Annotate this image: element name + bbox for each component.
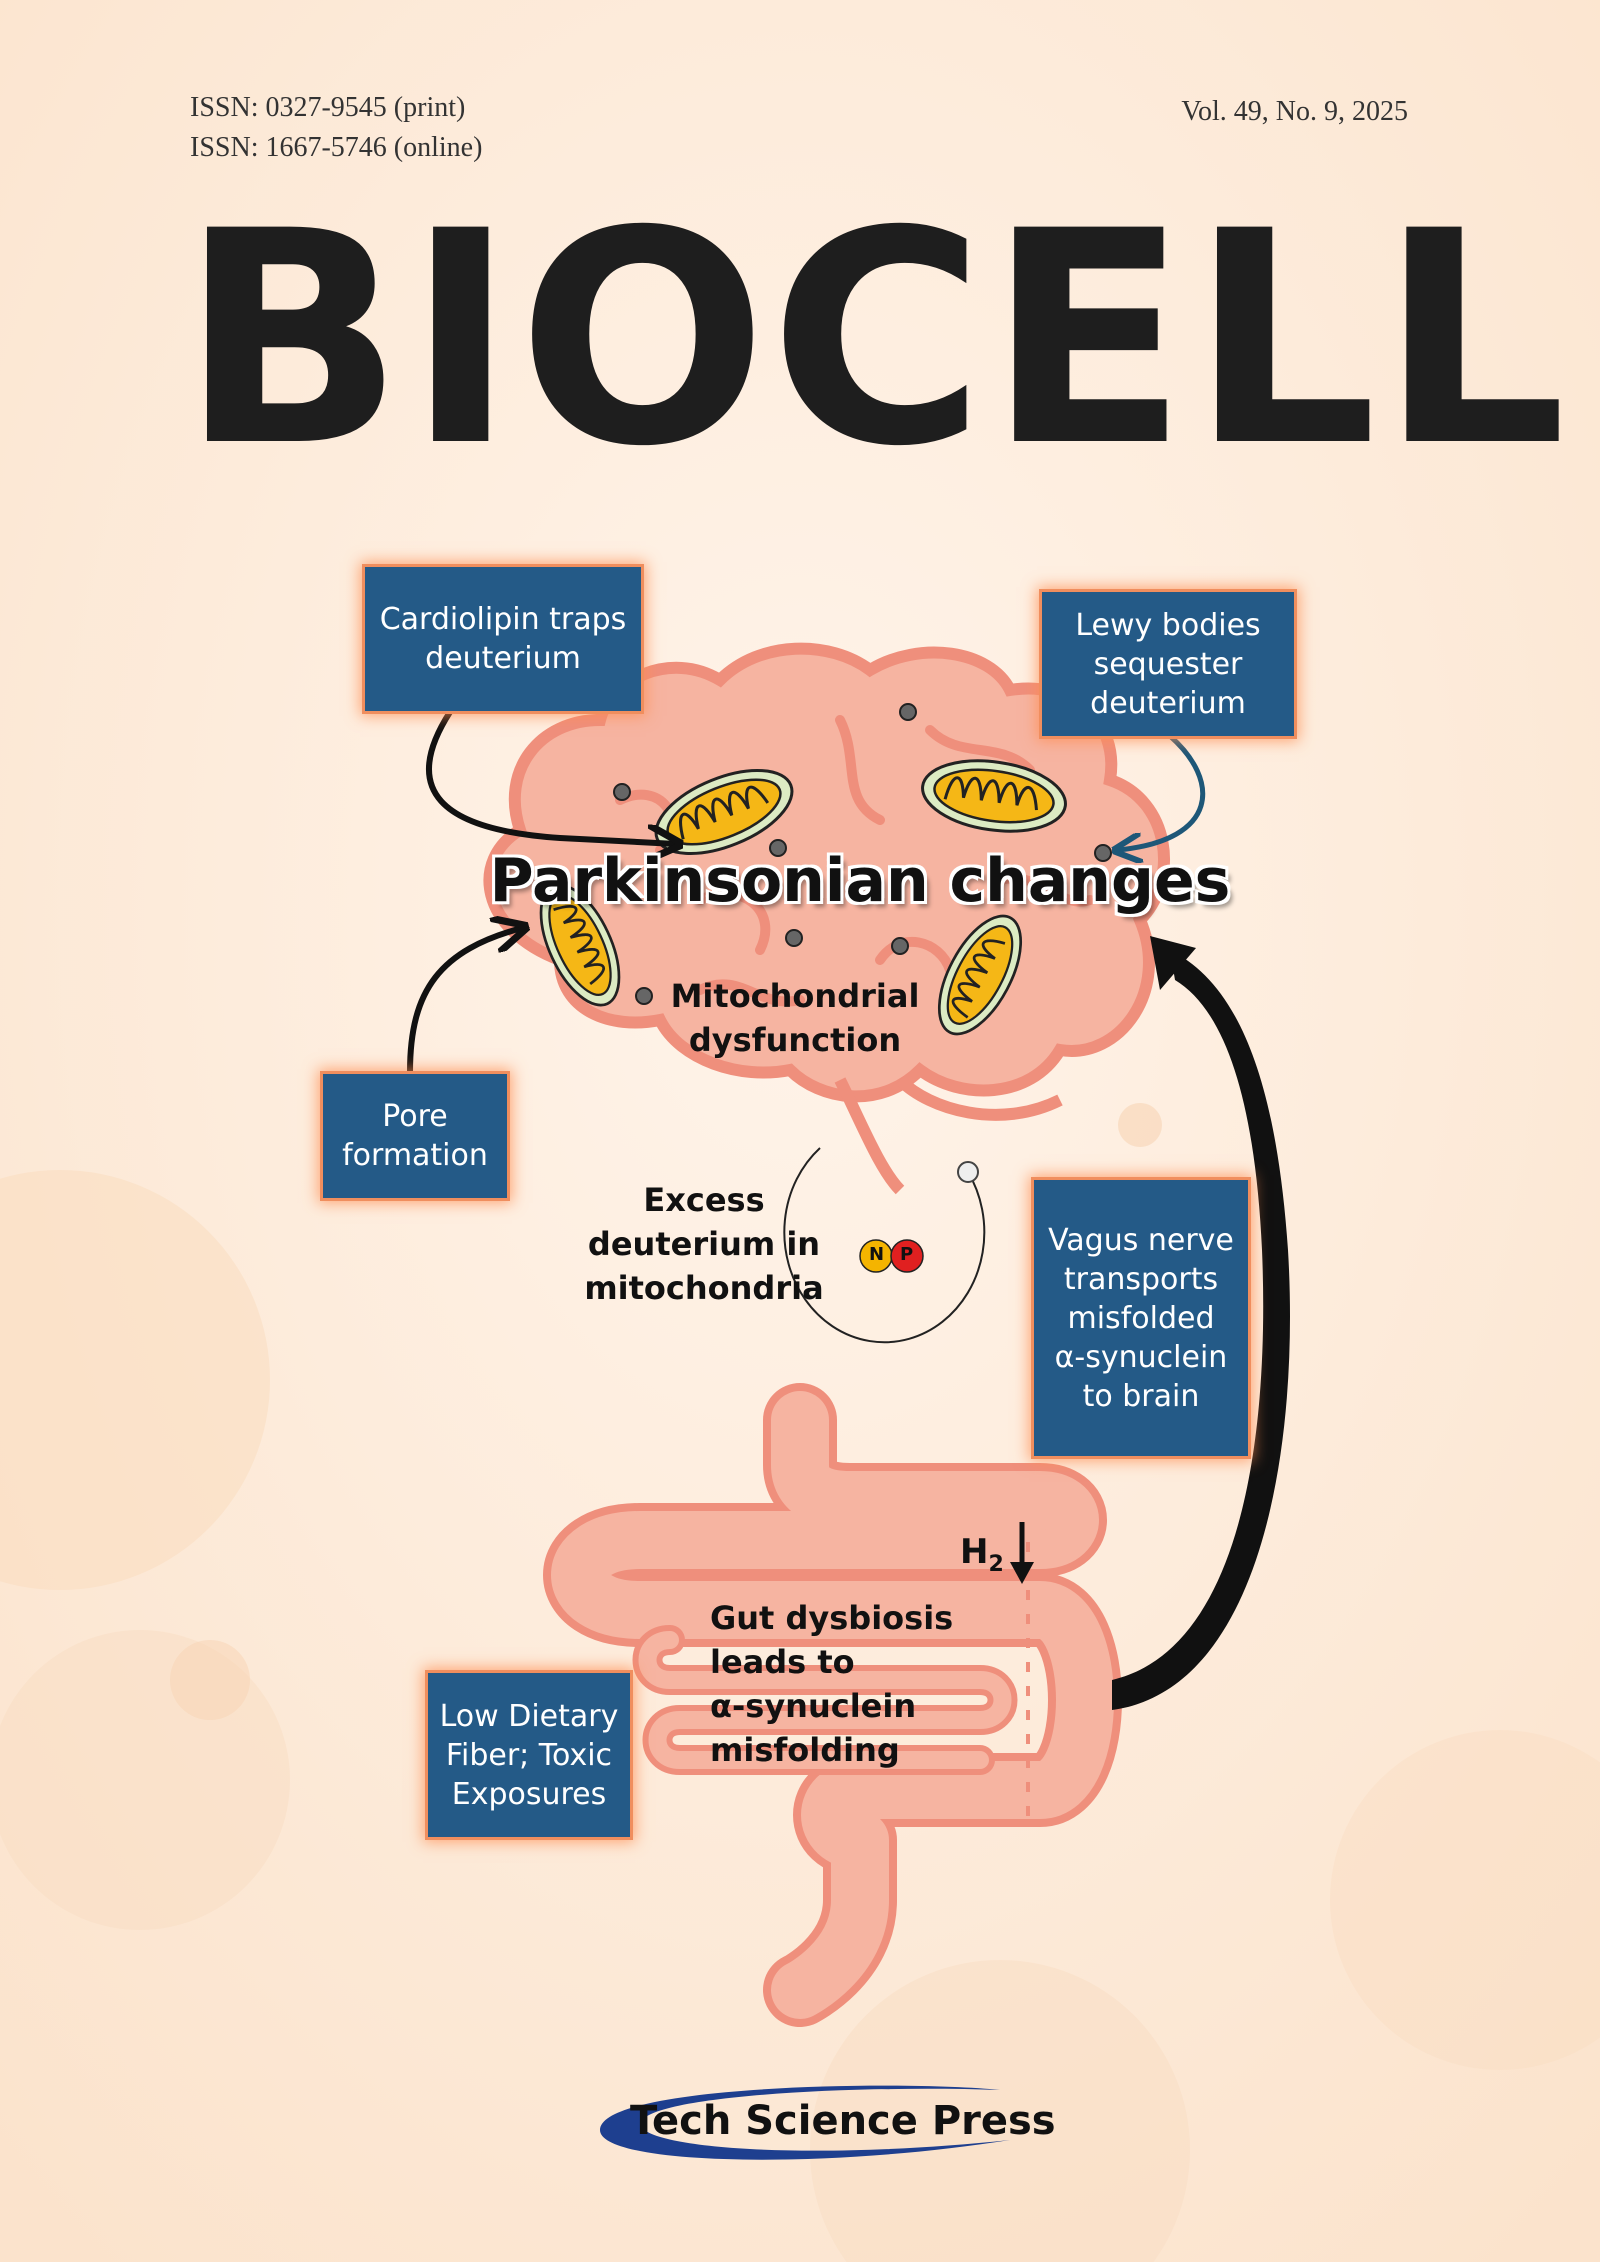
deuterium-atom — [783, 1147, 986, 1344]
proton-label: P — [900, 1244, 914, 1265]
arrow-lewy — [1118, 734, 1206, 850]
brain-label: Mitochondrial dysfunction — [670, 977, 920, 1059]
arrow-vagus — [1112, 950, 1290, 1710]
issn-block: ISSN: 0327-9545 (print) ISSN: 1667-5746 … — [190, 88, 482, 168]
brain-illustration — [483, 642, 1170, 1195]
intestine-illustration — [543, 1383, 1122, 2027]
journal-title: BIOCELL — [180, 169, 1569, 511]
arrow-cardiolipin — [425, 710, 676, 844]
issn-online: ISSN: 1667-5746 (online) — [190, 132, 483, 163]
neutron-label: N — [869, 1244, 885, 1265]
hydrogen-label: H2 — [960, 1532, 1004, 1577]
issn-print: ISSN: 0327-9545 (print) — [190, 92, 466, 123]
volume-info: Vol. 49, No. 9, 2025 — [1181, 96, 1408, 127]
arrow-pore — [407, 928, 522, 1073]
publisher-name: Tech Science Press — [630, 2098, 1056, 2144]
figure-heading: Parkinsonian changes — [489, 846, 1231, 916]
gut-label: Gut dysbiosis leads to α-synuclein misfo… — [710, 1599, 954, 1769]
mitochondria-label: Excess deuterium in mitochondria — [584, 1181, 824, 1307]
